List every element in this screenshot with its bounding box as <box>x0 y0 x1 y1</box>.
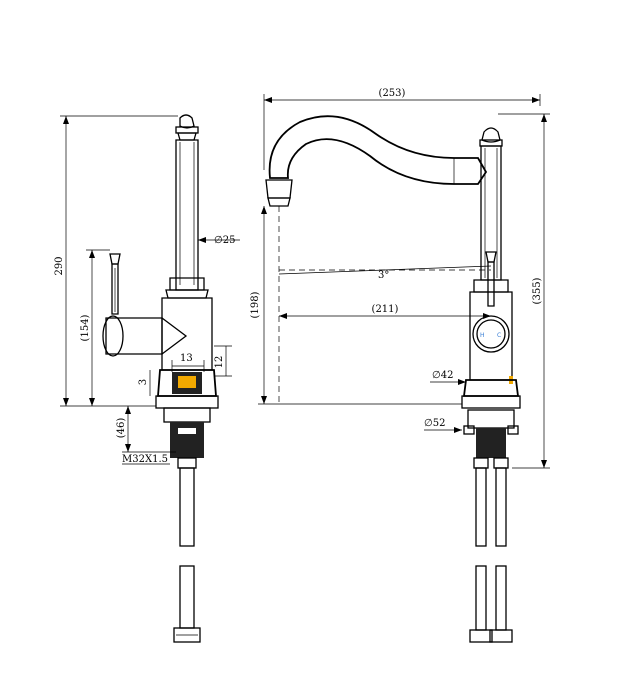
dim-dia42: ∅42 <box>432 370 453 381</box>
dim-dia25: ∅25 <box>214 235 235 246</box>
dim-198: (198) <box>250 291 261 318</box>
dim-dia52: ∅52 <box>424 418 445 429</box>
cold-label: C <box>497 332 501 339</box>
dim-12: 12 <box>214 356 225 369</box>
dim-46: (46) <box>116 418 127 439</box>
dim-13: 13 <box>180 353 193 364</box>
dim-3: 3 <box>138 379 149 385</box>
side-view: 290 (154) ∅25 13 12 3 (46) M32X1.5 <box>54 114 240 643</box>
front-view: H C (253) 3° (2 <box>250 88 550 643</box>
dim-angle: 3° <box>378 270 389 281</box>
dim-211: (211) <box>372 304 399 315</box>
thread-label: M32X1.5 <box>122 454 168 465</box>
dim-154: (154) <box>80 314 91 341</box>
dim-355: (355) <box>532 277 543 304</box>
dim-290: 290 <box>54 256 65 275</box>
hot-label: H <box>480 332 485 339</box>
dim-253: (253) <box>379 88 406 99</box>
